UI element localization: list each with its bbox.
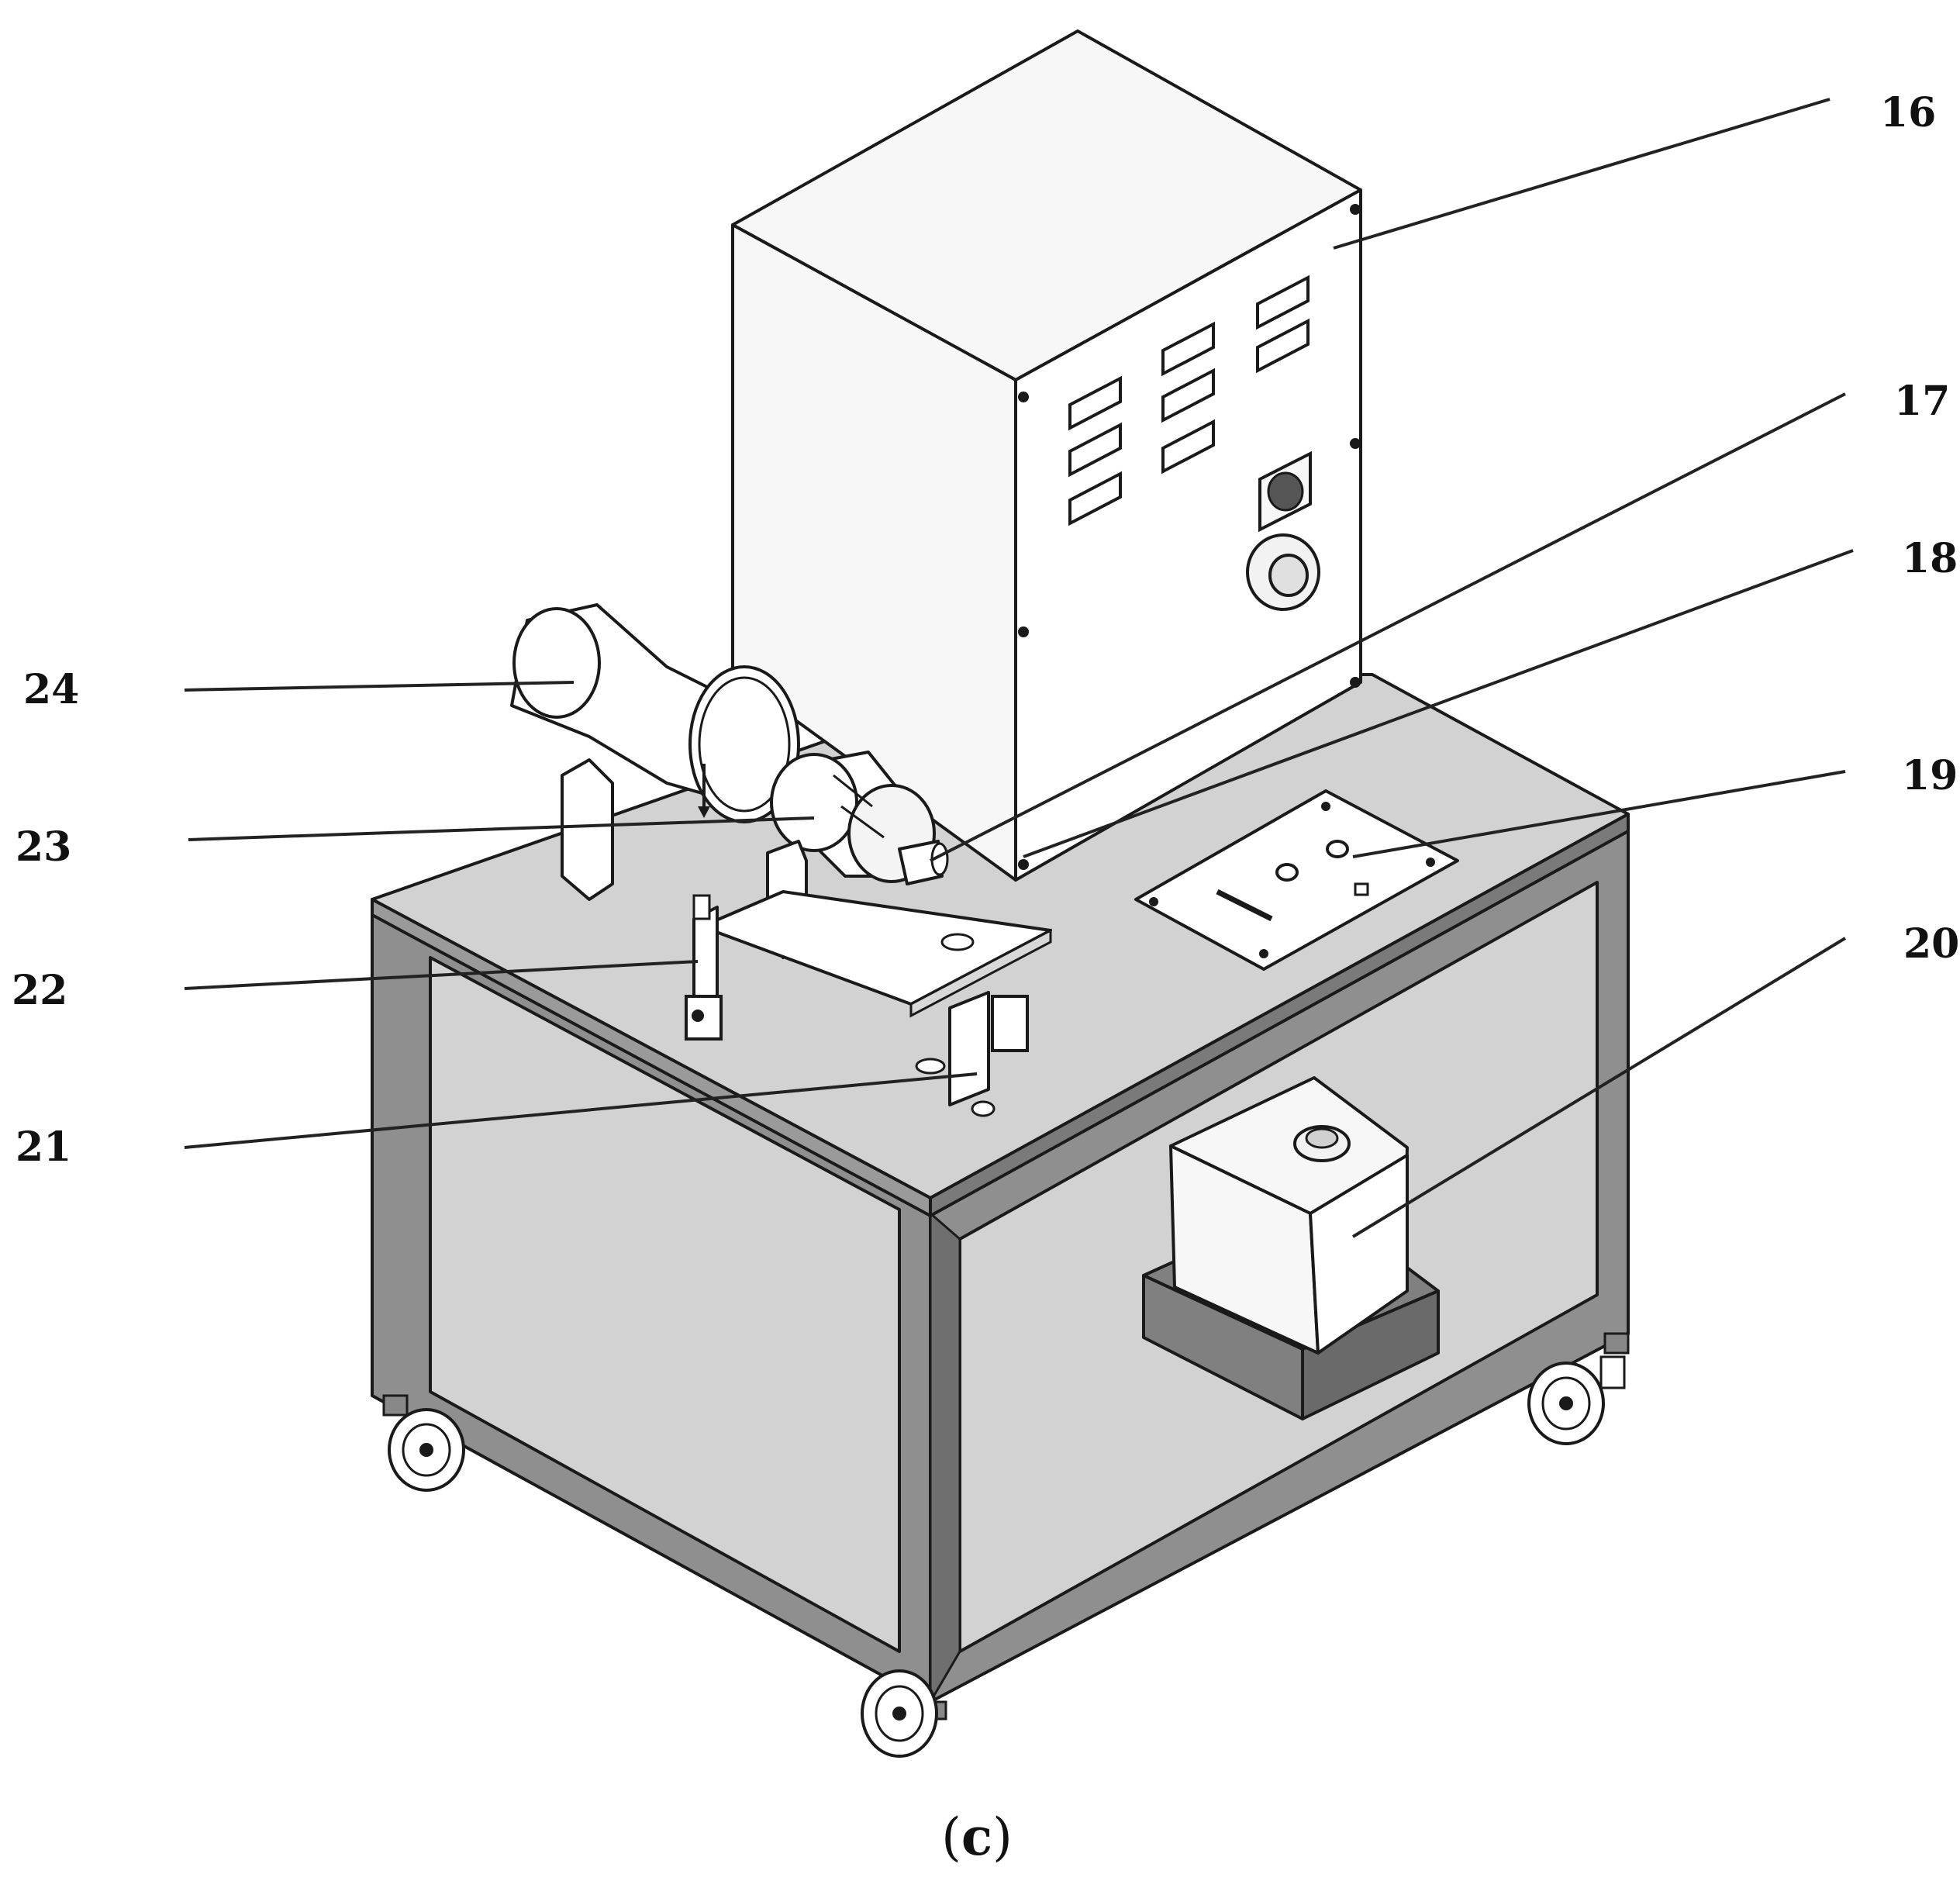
cabinet-push-button — [1246, 533, 1320, 611]
power-box — [1142, 1076, 1440, 1420]
wheel-front-left — [382, 1394, 465, 1492]
corner-post — [929, 1210, 961, 1707]
duct-support — [561, 758, 614, 901]
label-20: 20 — [1903, 920, 1959, 968]
cabinet-screws — [1018, 204, 1361, 870]
control-plate — [1134, 789, 1459, 971]
control-cabinet — [731, 29, 1362, 882]
label-24: 24 — [23, 666, 79, 713]
wheel-right — [1527, 1332, 1630, 1445]
label-16: 16 — [1880, 89, 1936, 136]
frame-left-opening — [429, 956, 901, 1653]
table-top-edge-right — [929, 813, 1630, 1217]
figure-caption: (c) — [941, 1807, 1013, 1867]
label-19: 19 — [1902, 752, 1958, 799]
leader-lines — [184, 98, 1854, 1238]
label-18: 18 — [1902, 535, 1958, 582]
load-cell-left — [685, 894, 723, 1041]
label-21: 21 — [16, 1123, 71, 1171]
label-22: 22 — [12, 967, 67, 1014]
motor-body — [770, 751, 949, 885]
cabinet-displays — [1068, 274, 1310, 526]
label-23: 23 — [16, 823, 71, 871]
duct-tube — [510, 603, 800, 823]
cabinet-selector-switch — [1258, 450, 1312, 533]
wheel-front-center — [861, 1669, 947, 1758]
label-17: 17 — [1894, 378, 1950, 425]
test-assembly — [510, 603, 1052, 1117]
part-labels: 16 17 18 19 20 21 22 23 24 — [12, 89, 1959, 1171]
